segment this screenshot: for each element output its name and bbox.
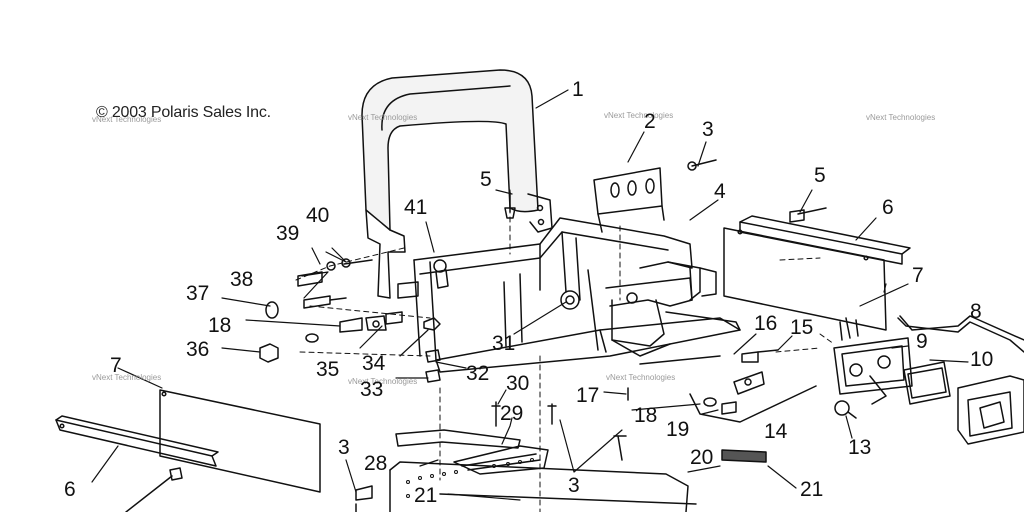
callout-label: 7	[912, 264, 924, 287]
callout-label: 31	[492, 332, 515, 355]
callout-label: 7	[110, 354, 122, 377]
callout-label: 40	[306, 204, 329, 227]
right-fender-assembly	[723, 215, 911, 331]
callout-label: 5	[480, 168, 492, 191]
callout-label: 15	[790, 316, 813, 339]
callout-label: 3	[338, 436, 350, 459]
callout-labels: 1 2 3 3 3 3 4 5 5 6 6 7 7 8 9 10 13 14 1…	[64, 78, 993, 507]
callout-label: 17	[576, 384, 599, 407]
backrest-pad	[361, 69, 553, 299]
callout-label: 9	[916, 330, 928, 353]
callout-label: 4	[714, 180, 726, 203]
callout-label: 2	[644, 110, 656, 133]
group-bracket-14	[689, 385, 817, 423]
callout-label: 37	[186, 282, 209, 305]
callout-label: 6	[64, 478, 76, 501]
callout-label: 19	[666, 418, 689, 441]
callout-label: 1	[572, 78, 584, 101]
watermark: vNext Technologies	[604, 111, 673, 120]
tail-light-assembly	[833, 317, 1024, 445]
callout-label: 34	[362, 352, 386, 375]
callout-label: 18	[634, 404, 657, 427]
watermark: vNext Technologies	[92, 115, 161, 124]
callout-label: 14	[764, 420, 788, 443]
callout-label: 38	[230, 268, 253, 291]
callout-label: 29	[500, 402, 523, 425]
callout-label: 30	[506, 372, 529, 395]
leader-lines	[91, 89, 969, 501]
callout-label: 33	[360, 378, 383, 401]
mount-bracket	[593, 167, 665, 233]
callout-label: 39	[276, 222, 299, 245]
callout-label: 10	[970, 348, 993, 371]
callout-label: 21	[414, 484, 437, 507]
watermark: vNext Technologies	[348, 377, 417, 386]
watermarks: vNext Technologies vNext Technologies vN…	[92, 111, 935, 386]
watermark: vNext Technologies	[348, 113, 417, 122]
callout-label: 35	[316, 358, 339, 381]
callout-label: 36	[186, 338, 209, 361]
left-fender-assembly	[55, 389, 321, 493]
callout-label: 13	[848, 436, 871, 459]
copyright-notice: © 2003 Polaris Sales Inc.	[96, 104, 271, 121]
callout-label: 21	[800, 478, 823, 501]
callout-label: 16	[754, 312, 777, 335]
group-bracket-8	[899, 315, 1024, 341]
watermark: vNext Technologies	[606, 373, 675, 382]
callout-label: 3	[702, 118, 714, 141]
callout-label: 32	[466, 362, 489, 385]
storage-box	[389, 429, 767, 513]
callout-label: 5	[814, 164, 826, 187]
rack-frame	[397, 217, 741, 373]
callout-label: 18	[208, 314, 231, 337]
watermark: vNext Technologies	[92, 373, 161, 382]
callout-label: 20	[690, 446, 713, 469]
watermark: vNext Technologies	[866, 113, 935, 122]
callout-label: 3	[568, 474, 580, 497]
callout-label: 8	[970, 300, 982, 323]
center-lines	[295, 189, 835, 513]
fasteners	[125, 159, 827, 513]
callout-label: 6	[882, 196, 894, 219]
callout-label: 28	[364, 452, 387, 475]
callout-label: 41	[404, 196, 427, 219]
